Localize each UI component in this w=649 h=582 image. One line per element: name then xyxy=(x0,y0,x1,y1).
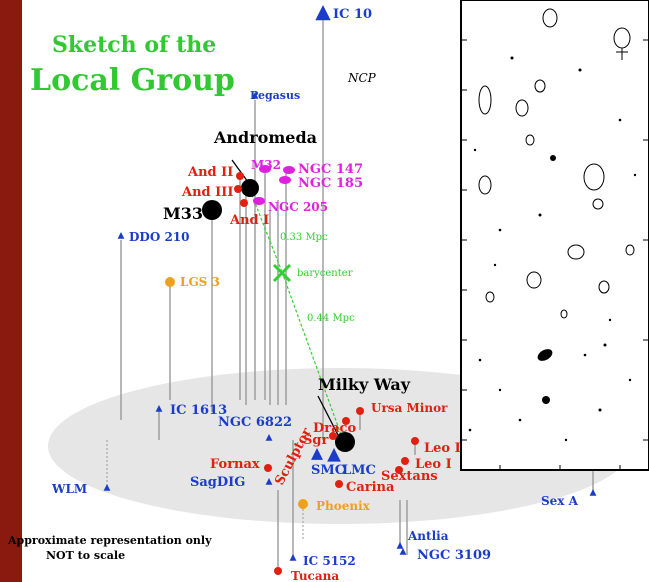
distance-milkyway-label: 0.44 Mpc xyxy=(307,313,355,324)
title-line-2: Local Group xyxy=(30,63,235,98)
barycenter-marker xyxy=(272,263,292,283)
wlm-label: WLM xyxy=(51,482,87,496)
milkyway-label: Milky Way xyxy=(318,375,411,394)
leo1a-label: Leo I xyxy=(424,441,461,456)
and3-label: And III xyxy=(181,185,233,200)
carina-marker xyxy=(335,480,343,488)
distance-andromeda-label: 0.33 Mpc xyxy=(280,232,328,243)
ngc205-label: NGC 205 xyxy=(268,200,328,214)
wlm-marker xyxy=(103,484,111,491)
tucana-label: Tucana xyxy=(291,569,339,582)
fornax-marker xyxy=(264,464,272,472)
lgs3-label: LGS 3 xyxy=(180,275,220,289)
pegasus-marker xyxy=(251,92,259,99)
sexa-label: Sex A xyxy=(541,494,579,508)
sextans-marker xyxy=(395,466,403,474)
ic5152-marker xyxy=(289,554,297,561)
ic5152-label: IC 5152 xyxy=(303,554,356,568)
lmc-label: LMC xyxy=(342,463,376,478)
draco-marker xyxy=(342,417,350,425)
ursaminor-label: Ursa Minor xyxy=(371,401,448,415)
ncp-label: NCP xyxy=(347,71,377,85)
ngc6822-marker xyxy=(265,434,273,441)
ngc147-marker xyxy=(283,166,295,174)
lgs3-marker xyxy=(165,277,175,287)
smc-label: SMC xyxy=(311,463,345,478)
ddo210-marker xyxy=(117,232,125,239)
ngc3109-marker xyxy=(399,548,407,555)
note-line-2: NOT to scale xyxy=(46,549,125,562)
ic10-marker xyxy=(315,5,331,21)
ngc147-label: NGC 147 xyxy=(298,162,363,177)
ddo210-label: DDO 210 xyxy=(129,230,190,244)
m33-label: M33 xyxy=(163,204,203,223)
leo1b-label: Leo I xyxy=(415,457,452,472)
ngc185-marker xyxy=(279,176,291,184)
note-line-1: Approximate representation only xyxy=(7,534,212,547)
milkyway-marker xyxy=(335,432,355,452)
sagdig-label: SagDIG xyxy=(190,475,245,490)
andromeda-marker xyxy=(241,179,259,197)
and3-marker xyxy=(234,185,242,193)
draco-label: Draco xyxy=(313,421,356,436)
ngc205-marker xyxy=(253,197,265,205)
dashed-lines xyxy=(106,440,304,540)
sagdig-marker xyxy=(265,478,273,485)
phoenix-marker xyxy=(298,499,308,509)
pointer-arrows xyxy=(231,159,339,436)
ursaminor-marker xyxy=(356,407,364,415)
sextans-label: Sextans xyxy=(381,469,438,484)
title-line-1: Sketch of the xyxy=(52,32,216,58)
antlia-label: Antlia xyxy=(407,529,449,543)
ngc185-label: NGC 185 xyxy=(298,176,363,191)
sgr-label: Sgr xyxy=(303,433,328,448)
m32-marker xyxy=(259,165,271,173)
carina-label: Carina xyxy=(346,480,395,495)
fornax-label: Fornax xyxy=(210,457,260,472)
and2-marker xyxy=(236,172,244,180)
m33-marker xyxy=(202,200,222,220)
and2-label: And II xyxy=(187,165,233,180)
pegasus-label: Pegasus xyxy=(250,89,300,102)
antlia-marker xyxy=(396,542,404,549)
ic1613-label: IC 1613 xyxy=(170,403,227,418)
barycenter-label: barycenter xyxy=(297,268,353,279)
and1-marker xyxy=(240,199,248,207)
and1-label: And I xyxy=(229,213,269,228)
sexa-marker xyxy=(589,489,597,496)
leo1b-marker xyxy=(401,457,409,465)
phoenix-label: Phoenix xyxy=(316,499,371,513)
andromeda-label: Andromeda xyxy=(213,128,317,147)
sgr-marker xyxy=(329,432,337,440)
leo1a-marker xyxy=(411,437,419,445)
ngc3109-label: NGC 3109 xyxy=(417,548,491,563)
lmc-marker xyxy=(327,448,341,462)
tucana-marker xyxy=(274,567,282,575)
smc-marker xyxy=(311,448,323,460)
ic1613-marker xyxy=(155,405,163,412)
m32-label: M32 xyxy=(251,158,281,172)
ngc6822-label: NGC 6822 xyxy=(218,415,292,430)
galaxy-markers xyxy=(103,5,597,575)
ic10-label: IC 10 xyxy=(333,7,372,22)
radio-map-inset xyxy=(460,0,649,471)
